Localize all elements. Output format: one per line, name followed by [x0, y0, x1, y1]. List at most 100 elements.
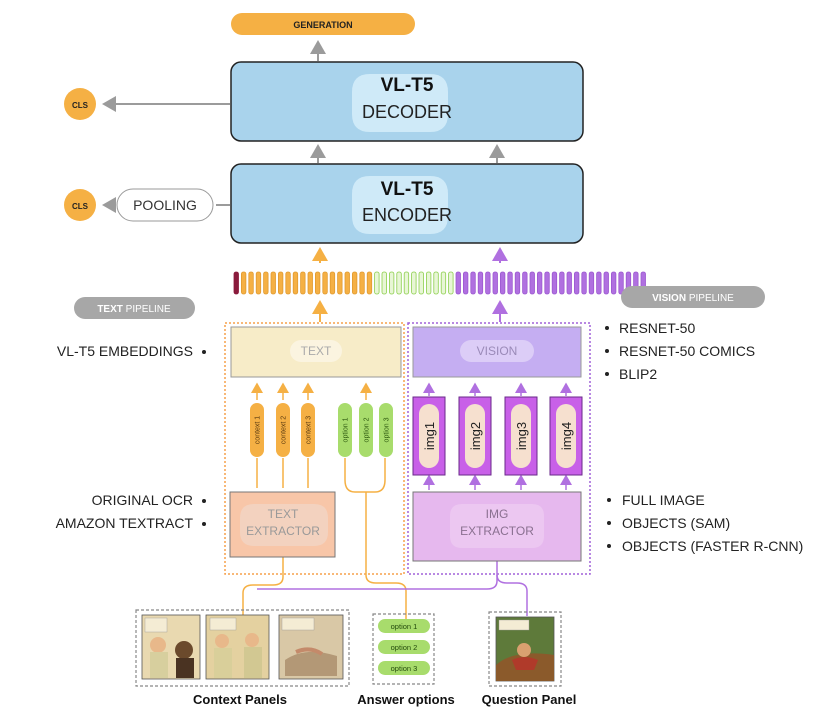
- bullet-ocr2: [202, 522, 206, 526]
- img-extractor-list: FULL IMAGE OBJECTS (SAM) OBJECTS (FASTER…: [607, 492, 803, 554]
- context-panel-image-3: [278, 614, 344, 680]
- token: [440, 271, 447, 295]
- option-pill-3-label: option 3: [383, 417, 390, 442]
- label-context-panels: Context Panels: [193, 692, 287, 707]
- label-resnet50-comics: RESNET-50 COMICS: [619, 343, 755, 359]
- token: [351, 271, 358, 295]
- token: [544, 271, 550, 295]
- label-answer-options: Answer options: [357, 692, 455, 707]
- token: [522, 271, 528, 295]
- svg-text:TEXT PIPELINE: TEXT PIPELINE: [97, 304, 171, 315]
- token: [233, 271, 239, 295]
- token: [329, 271, 336, 295]
- encoder-cls-label: CLS: [72, 202, 89, 211]
- bullet-embeddings: [202, 350, 206, 354]
- encoder-title: VL-T5: [381, 179, 434, 200]
- option-pill-3: option 3: [379, 403, 393, 457]
- text-pipeline-bold: TEXT: [97, 304, 123, 315]
- img-extractor-line1: IMG: [486, 507, 509, 521]
- img-extractor-line2: EXTRACTOR: [460, 524, 534, 538]
- img-box-1: img1: [412, 396, 446, 476]
- vision-pipeline-pill: VISION PIPELINE: [621, 286, 765, 308]
- option-pills: option 1 option 2 option 3: [338, 403, 393, 457]
- img-box-label-2: img2: [468, 422, 483, 450]
- text-extractor-line2: EXTRACTOR: [246, 524, 320, 538]
- text-embedding-box: TEXT: [230, 326, 402, 378]
- token: [574, 271, 580, 295]
- question-panel-group: Question Panel: [482, 611, 576, 707]
- token: [418, 271, 424, 295]
- token: [499, 271, 506, 295]
- img-box-label-3: img3: [514, 422, 529, 450]
- token: [551, 271, 558, 295]
- encoder-subtitle: ENCODER: [362, 205, 452, 225]
- label-objects-faster-rcnn: OBJECTS (FASTER R-CNN): [622, 538, 803, 554]
- token: [492, 271, 498, 295]
- img-box-4: img4: [549, 396, 583, 476]
- context-pill-1-label: context 1: [254, 416, 261, 445]
- token: [403, 271, 410, 295]
- text-pipeline-pill: TEXT PIPELINE: [74, 297, 195, 319]
- question-panel-image: [495, 616, 555, 682]
- context-pill-3: context 3: [301, 403, 315, 457]
- token: [322, 271, 328, 295]
- label-original-ocr: ORIGINAL OCR: [92, 492, 193, 508]
- token: [292, 271, 299, 295]
- img-box-label-1: img1: [422, 422, 437, 450]
- token: [462, 271, 469, 295]
- decoder-subtitle: DECODER: [362, 102, 452, 122]
- label-blip2: BLIP2: [619, 366, 657, 382]
- text-pipeline-arrows: [242, 382, 407, 619]
- token: [285, 271, 291, 295]
- label-vl-t5-embeddings: VL-T5 EMBEDDINGS: [57, 343, 193, 359]
- token: [588, 271, 595, 295]
- token: [381, 271, 387, 295]
- option-pill-2: option 2: [359, 403, 373, 457]
- token: [337, 271, 343, 295]
- decoder-cls-circle: CLS: [64, 88, 96, 120]
- answer-pill-1: option 1: [378, 619, 430, 633]
- img-boxes: img1 img2 img3 img4: [412, 396, 583, 476]
- context-pill-1: context 1: [250, 403, 264, 457]
- answer-pill-label: option 1: [391, 622, 418, 631]
- generation-pill: GENERATION: [231, 13, 415, 35]
- token: [448, 271, 454, 295]
- decoder-block: VL-T5 DECODER: [230, 61, 584, 142]
- token: [248, 271, 254, 295]
- token: [366, 271, 373, 295]
- generation-label: GENERATION: [293, 20, 352, 30]
- bullet-ocr1: [202, 499, 206, 503]
- token: [507, 271, 513, 295]
- label-objects-sam: OBJECTS (SAM): [622, 515, 730, 531]
- token: [433, 271, 439, 295]
- token: [485, 271, 491, 295]
- img-extractor-box: IMG EXTRACTOR: [412, 491, 582, 562]
- pooling-label: POOLING: [133, 197, 197, 213]
- token: [529, 271, 535, 295]
- token: [581, 271, 587, 295]
- encoder-block: VL-T5 ENCODER: [230, 163, 584, 244]
- context-pill-3-label: context 3: [305, 416, 312, 445]
- token: [388, 271, 395, 295]
- context-panels-group: Context Panels: [135, 609, 350, 707]
- vision-pipeline-rest: PIPELINE: [686, 293, 734, 304]
- token: [411, 271, 417, 295]
- vision-embedding-box: VISION: [412, 326, 582, 378]
- text-pipeline-container: [224, 322, 405, 575]
- token: [240, 271, 247, 295]
- context-panel-image-2: [205, 614, 270, 680]
- vision-box-label: VISION: [477, 344, 518, 358]
- decoder-cls-label: CLS: [72, 101, 89, 110]
- token: [270, 271, 276, 295]
- label-amazon-textract: AMAZON TEXTRACT: [56, 515, 194, 531]
- token-strip: [233, 271, 646, 295]
- token: [477, 271, 484, 295]
- token: [374, 271, 380, 295]
- token: [470, 271, 476, 295]
- option-pill-1-label: option 1: [342, 417, 349, 442]
- token: [596, 271, 602, 295]
- token: [611, 271, 617, 295]
- text-pipeline-rest: PIPELINE: [123, 304, 171, 315]
